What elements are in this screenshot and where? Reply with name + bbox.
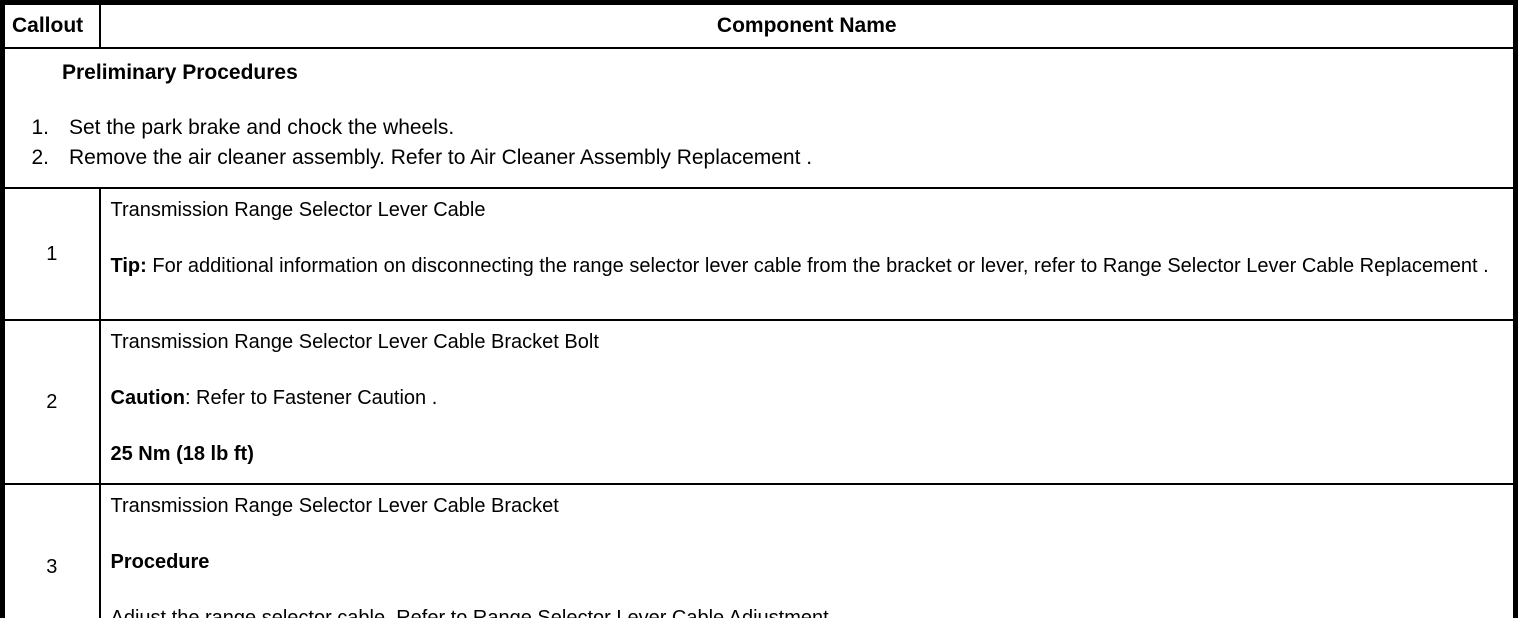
step-text: Set the park brake and chock the wheels. bbox=[69, 116, 455, 139]
torque-spec-line: 25 Nm (18 lb ft) bbox=[111, 440, 1504, 468]
header-component-name: Component Name bbox=[98, 1, 1517, 49]
caution-label: Caution bbox=[110, 387, 185, 409]
preliminary-row: Preliminary Procedures 1. Set the park b… bbox=[1, 47, 1517, 189]
para-text: Transmission Range Selector Lever Cable … bbox=[110, 495, 559, 517]
para-text: For additional information on disconnect… bbox=[146, 255, 1489, 277]
tip-label: Tip: bbox=[110, 255, 147, 277]
callout-number-cell: 2 bbox=[1, 319, 101, 485]
step-number: 1. bbox=[31, 116, 49, 139]
torque-spec-value: 25 Nm (18 lb ft) bbox=[110, 443, 254, 465]
step-number: 2. bbox=[31, 146, 49, 169]
procedure-text-line: Adjust the range selector cable. Refer t… bbox=[111, 604, 1504, 618]
table-header: Callout Component Name bbox=[1, 1, 1517, 49]
component-name-line: Transmission Range Selector Lever Cable bbox=[111, 196, 1504, 224]
procedure-label: Procedure bbox=[110, 551, 210, 573]
para-text: : Refer to Fastener Caution . bbox=[184, 387, 438, 409]
procedure-heading: Procedure bbox=[111, 548, 1504, 576]
component-cell: Transmission Range Selector Lever Cable … bbox=[98, 187, 1517, 321]
preliminary-cell: Preliminary Procedures 1. Set the park b… bbox=[1, 47, 1517, 189]
callout-number-cell: 3 bbox=[1, 483, 101, 618]
table-row: 3 Transmission Range Selector Lever Cabl… bbox=[1, 483, 1517, 618]
component-cell: Transmission Range Selector Lever Cable … bbox=[98, 319, 1517, 485]
table-body: Preliminary Procedures 1. Set the park b… bbox=[1, 47, 1517, 618]
caution-line: Caution: Refer to Fastener Caution . bbox=[111, 384, 1504, 412]
callout-number-cell: 1 bbox=[1, 187, 101, 321]
component-name-line: Transmission Range Selector Lever Cable … bbox=[111, 492, 1504, 520]
preliminary-step-1: 1. Set the park brake and chock the whee… bbox=[5, 113, 1503, 143]
preliminary-steps: 1. Set the park brake and chock the whee… bbox=[5, 113, 1503, 173]
para-text: Transmission Range Selector Lever Cable bbox=[110, 199, 486, 221]
preliminary-title: Preliminary Procedures bbox=[62, 61, 298, 84]
header-row: Callout Component Name bbox=[1, 1, 1517, 49]
component-name-line: Transmission Range Selector Lever Cable … bbox=[111, 328, 1504, 356]
component-cell: Transmission Range Selector Lever Cable … bbox=[98, 483, 1517, 618]
step-text: Remove the air cleaner assembly. Refer t… bbox=[69, 146, 813, 169]
header-callout: Callout bbox=[1, 1, 101, 49]
table-row: 1 Transmission Range Selector Lever Cabl… bbox=[1, 187, 1517, 321]
tip-line: Tip: For additional information on disco… bbox=[111, 252, 1504, 280]
para-text: Adjust the range selector cable. Refer t… bbox=[110, 607, 840, 618]
para-text: Transmission Range Selector Lever Cable … bbox=[110, 331, 599, 353]
preliminary-step-2: 2. Remove the air cleaner assembly. Refe… bbox=[5, 143, 1503, 173]
table-row: 2 Transmission Range Selector Lever Cabl… bbox=[1, 319, 1517, 485]
